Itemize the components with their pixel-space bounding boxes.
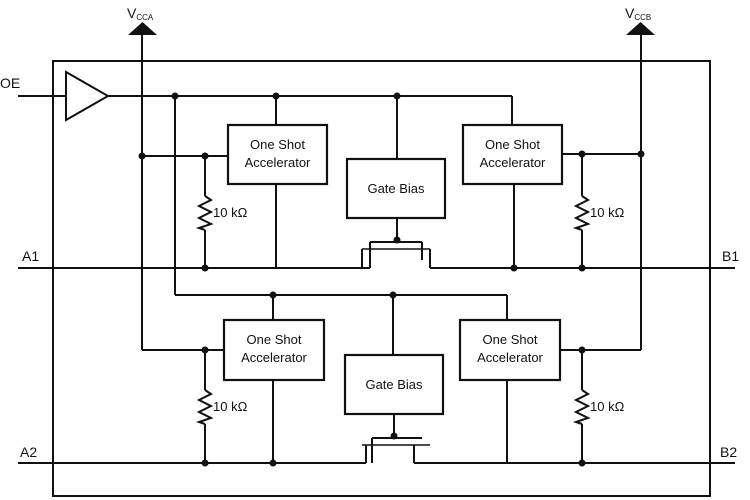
one-shot-accelerator-upper-left (226, 123, 329, 186)
one-shot-lr-line2: Accelerator (477, 350, 543, 365)
resistor-ul-value: 10 kΩ (213, 205, 248, 220)
one-shot-ur-line2: Accelerator (480, 155, 546, 170)
resistor-lr-value: 10 kΩ (590, 399, 625, 414)
resistor-ur-value: 10 kΩ (590, 205, 625, 220)
one-shot-ll-line1: One Shot (247, 332, 302, 347)
vcca-label: VCCA (127, 5, 154, 22)
one-shot-ur-line1: One Shot (485, 137, 540, 152)
pin-a2-label: A2 (20, 444, 37, 460)
junction-dots (138, 92, 645, 467)
one-shot-ul-line1: One Shot (250, 137, 305, 152)
pin-a1-label: A1 (22, 248, 39, 264)
resistor-upper-left (195, 195, 214, 231)
one-shot-accelerator-upper-right (461, 123, 564, 186)
resistor-ll-value: 10 kΩ (213, 399, 248, 414)
vcca-supply-arrow (128, 22, 157, 35)
pin-b1-label: B1 (722, 248, 739, 264)
one-shot-accelerator-lower-left (222, 318, 326, 382)
resistor-lower-right (572, 389, 591, 425)
vccb-label: VCCB (625, 5, 651, 22)
gate-bias-upper-label: Gate Bias (367, 181, 425, 196)
chip-outline (52, 60, 711, 497)
gate-bias-upper (345, 157, 447, 220)
pin-oe-label: OE (0, 75, 20, 91)
one-shot-lr-line1: One Shot (483, 332, 538, 347)
vccb-supply-arrow (626, 22, 655, 35)
one-shot-ul-line2: Accelerator (245, 155, 311, 170)
gate-bias-lower (343, 353, 445, 416)
pin-b2-label: B2 (720, 444, 737, 460)
one-shot-accelerator-lower-right (458, 318, 562, 382)
oe-buffer-triangle (65, 70, 111, 122)
resistor-upper-right (572, 195, 591, 231)
one-shot-ll-line2: Accelerator (241, 350, 307, 365)
resistor-lower-left (195, 389, 214, 425)
gate-bias-lower-label: Gate Bias (365, 377, 423, 392)
